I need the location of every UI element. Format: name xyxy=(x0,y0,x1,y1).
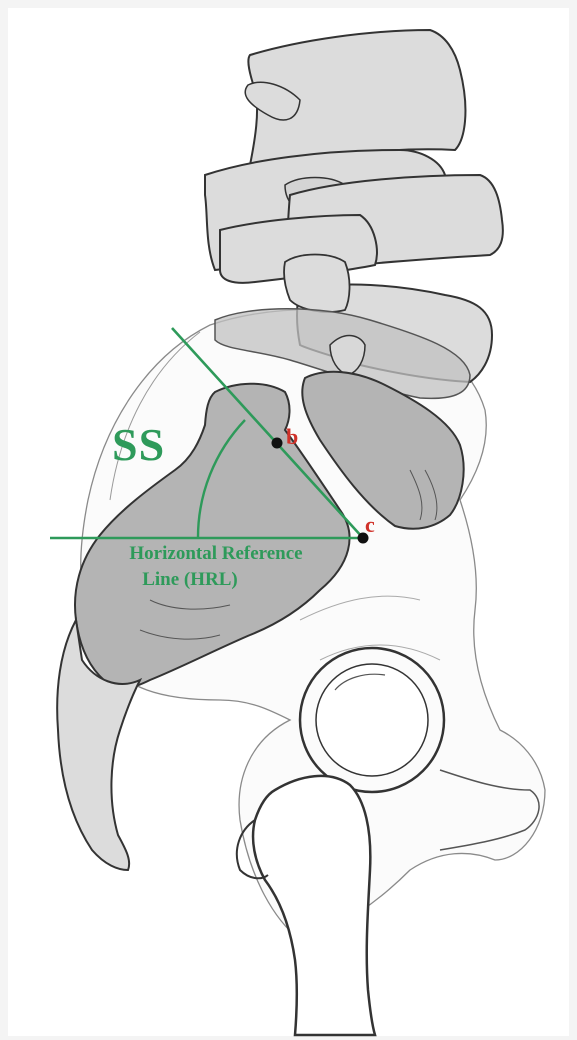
vertebra-l5-pedicle xyxy=(284,255,349,312)
femoral-head xyxy=(316,664,428,776)
sacral-slope-angle-label: SS xyxy=(112,418,165,471)
hrl-label-line-2: Line (HRL) xyxy=(100,569,280,591)
point-b-label: b xyxy=(286,424,298,450)
hrl-label-line-1: Horizontal Reference xyxy=(100,543,332,565)
point-b-marker xyxy=(272,438,283,449)
point-c-label: c xyxy=(365,512,375,538)
